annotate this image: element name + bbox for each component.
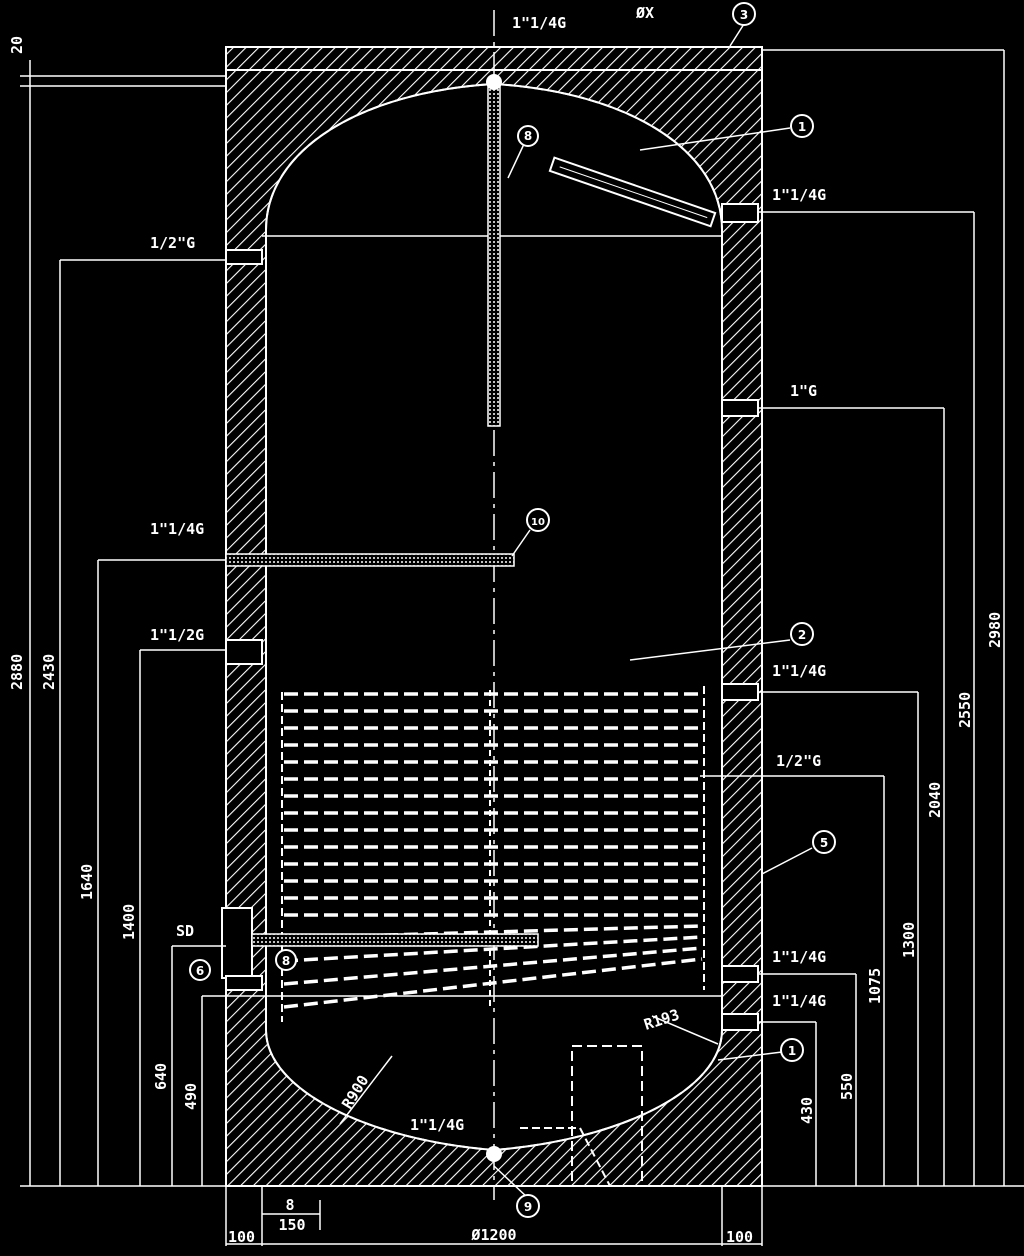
right-dimension-lines: [700, 49, 1005, 1186]
left-bosses: [225, 249, 263, 991]
dim-right-2550: 2550: [956, 692, 974, 728]
dim-right-2040: 2040: [926, 782, 944, 818]
conn-left-heater: 1"1/4G: [150, 520, 204, 538]
right-dimension-values: 2980 2550 2040 1300 1075 550 430: [798, 612, 1004, 1124]
callout-10: 10: [531, 517, 545, 528]
callout-6: 6: [196, 964, 204, 978]
conn-left-upper: 1/2"G: [150, 234, 195, 252]
conn-right-coil-bottom: 1"1/4G: [772, 948, 826, 966]
radius-large: R900: [338, 1072, 372, 1112]
dim-left-1640: 1640: [78, 864, 96, 900]
callout-1-top: 1: [798, 120, 806, 134]
dim-left-20: 20: [8, 36, 26, 54]
bottom-socket: [486, 1146, 502, 1162]
dim-right-430: 430: [798, 1097, 816, 1124]
callout-numbers: 1 8 3 10 2 5 6 8 9 1: [196, 8, 828, 1214]
left-dimension-lines: [20, 60, 1024, 1187]
coil-turn: [283, 935, 703, 963]
top-socket: [486, 74, 502, 90]
dim-left-2880: 2880: [8, 654, 26, 690]
dim-right-2980: 2980: [986, 612, 1004, 648]
dim-right-550: 550: [838, 1073, 856, 1100]
conn-right-mid: 1"G: [790, 382, 817, 400]
conn-right-coil-sensor: 1/2"G: [776, 752, 821, 770]
callout-9: 9: [524, 1200, 532, 1214]
coil-turn: [283, 946, 703, 986]
radius-small: R193: [642, 1006, 682, 1034]
dim-bottom-150: 150: [278, 1216, 305, 1234]
heat-exchanger-coil: [281, 686, 705, 1022]
heater-element: [225, 553, 515, 567]
dim-left-490: 490: [182, 1083, 200, 1110]
dim-bottom-diameter: Ø1200: [470, 1226, 516, 1244]
right-bosses: [721, 203, 759, 1031]
conn-top-right: 1"1/4G: [772, 186, 826, 204]
dim-right-1300: 1300: [900, 922, 918, 958]
dim-bottom-100-left: 100: [228, 1228, 255, 1246]
conn-right-coil-top: 1"1/4G: [772, 662, 826, 680]
dim-left-1400: 1400: [120, 904, 138, 940]
callout-2: 2: [798, 628, 806, 642]
conn-bottom: 1"1/4G: [410, 1116, 464, 1134]
anode-rod: [487, 83, 501, 427]
bottom-dimension-values: 100 8 150 Ø1200 100: [228, 1196, 753, 1246]
callout-5: 5: [820, 836, 828, 850]
left-dimension-values: 20 2880 2430 1640 1400 640 490: [8, 36, 200, 1110]
coil-turn: [283, 957, 703, 1009]
callout-leaders: [339, 23, 813, 1199]
conn-left-mid: 1"1/2G: [150, 626, 204, 644]
dim-right-1075: 1075: [866, 968, 884, 1004]
callout-8: 8: [282, 954, 290, 968]
dim-left-640: 640: [152, 1063, 170, 1090]
dim-bottom-100-right: 100: [726, 1228, 753, 1246]
bottom-dimension-lines: [225, 1186, 763, 1246]
callout-3: 3: [740, 8, 748, 22]
top-note: ØX: [635, 4, 654, 22]
callout-1-bottom: 1: [788, 1044, 796, 1058]
callout-4: 8: [524, 129, 532, 143]
sensor-sleeve: [548, 156, 717, 228]
conn-top: 1"1/4G: [512, 14, 566, 32]
flange-label: SD: [176, 922, 194, 940]
conn-right-lower: 1"1/4G: [772, 992, 826, 1010]
dim-left-2430: 2430: [40, 654, 58, 690]
dim-bottom-8: 8: [285, 1196, 294, 1214]
callout-circles: [189, 2, 836, 1218]
flange-heater: [221, 907, 539, 979]
